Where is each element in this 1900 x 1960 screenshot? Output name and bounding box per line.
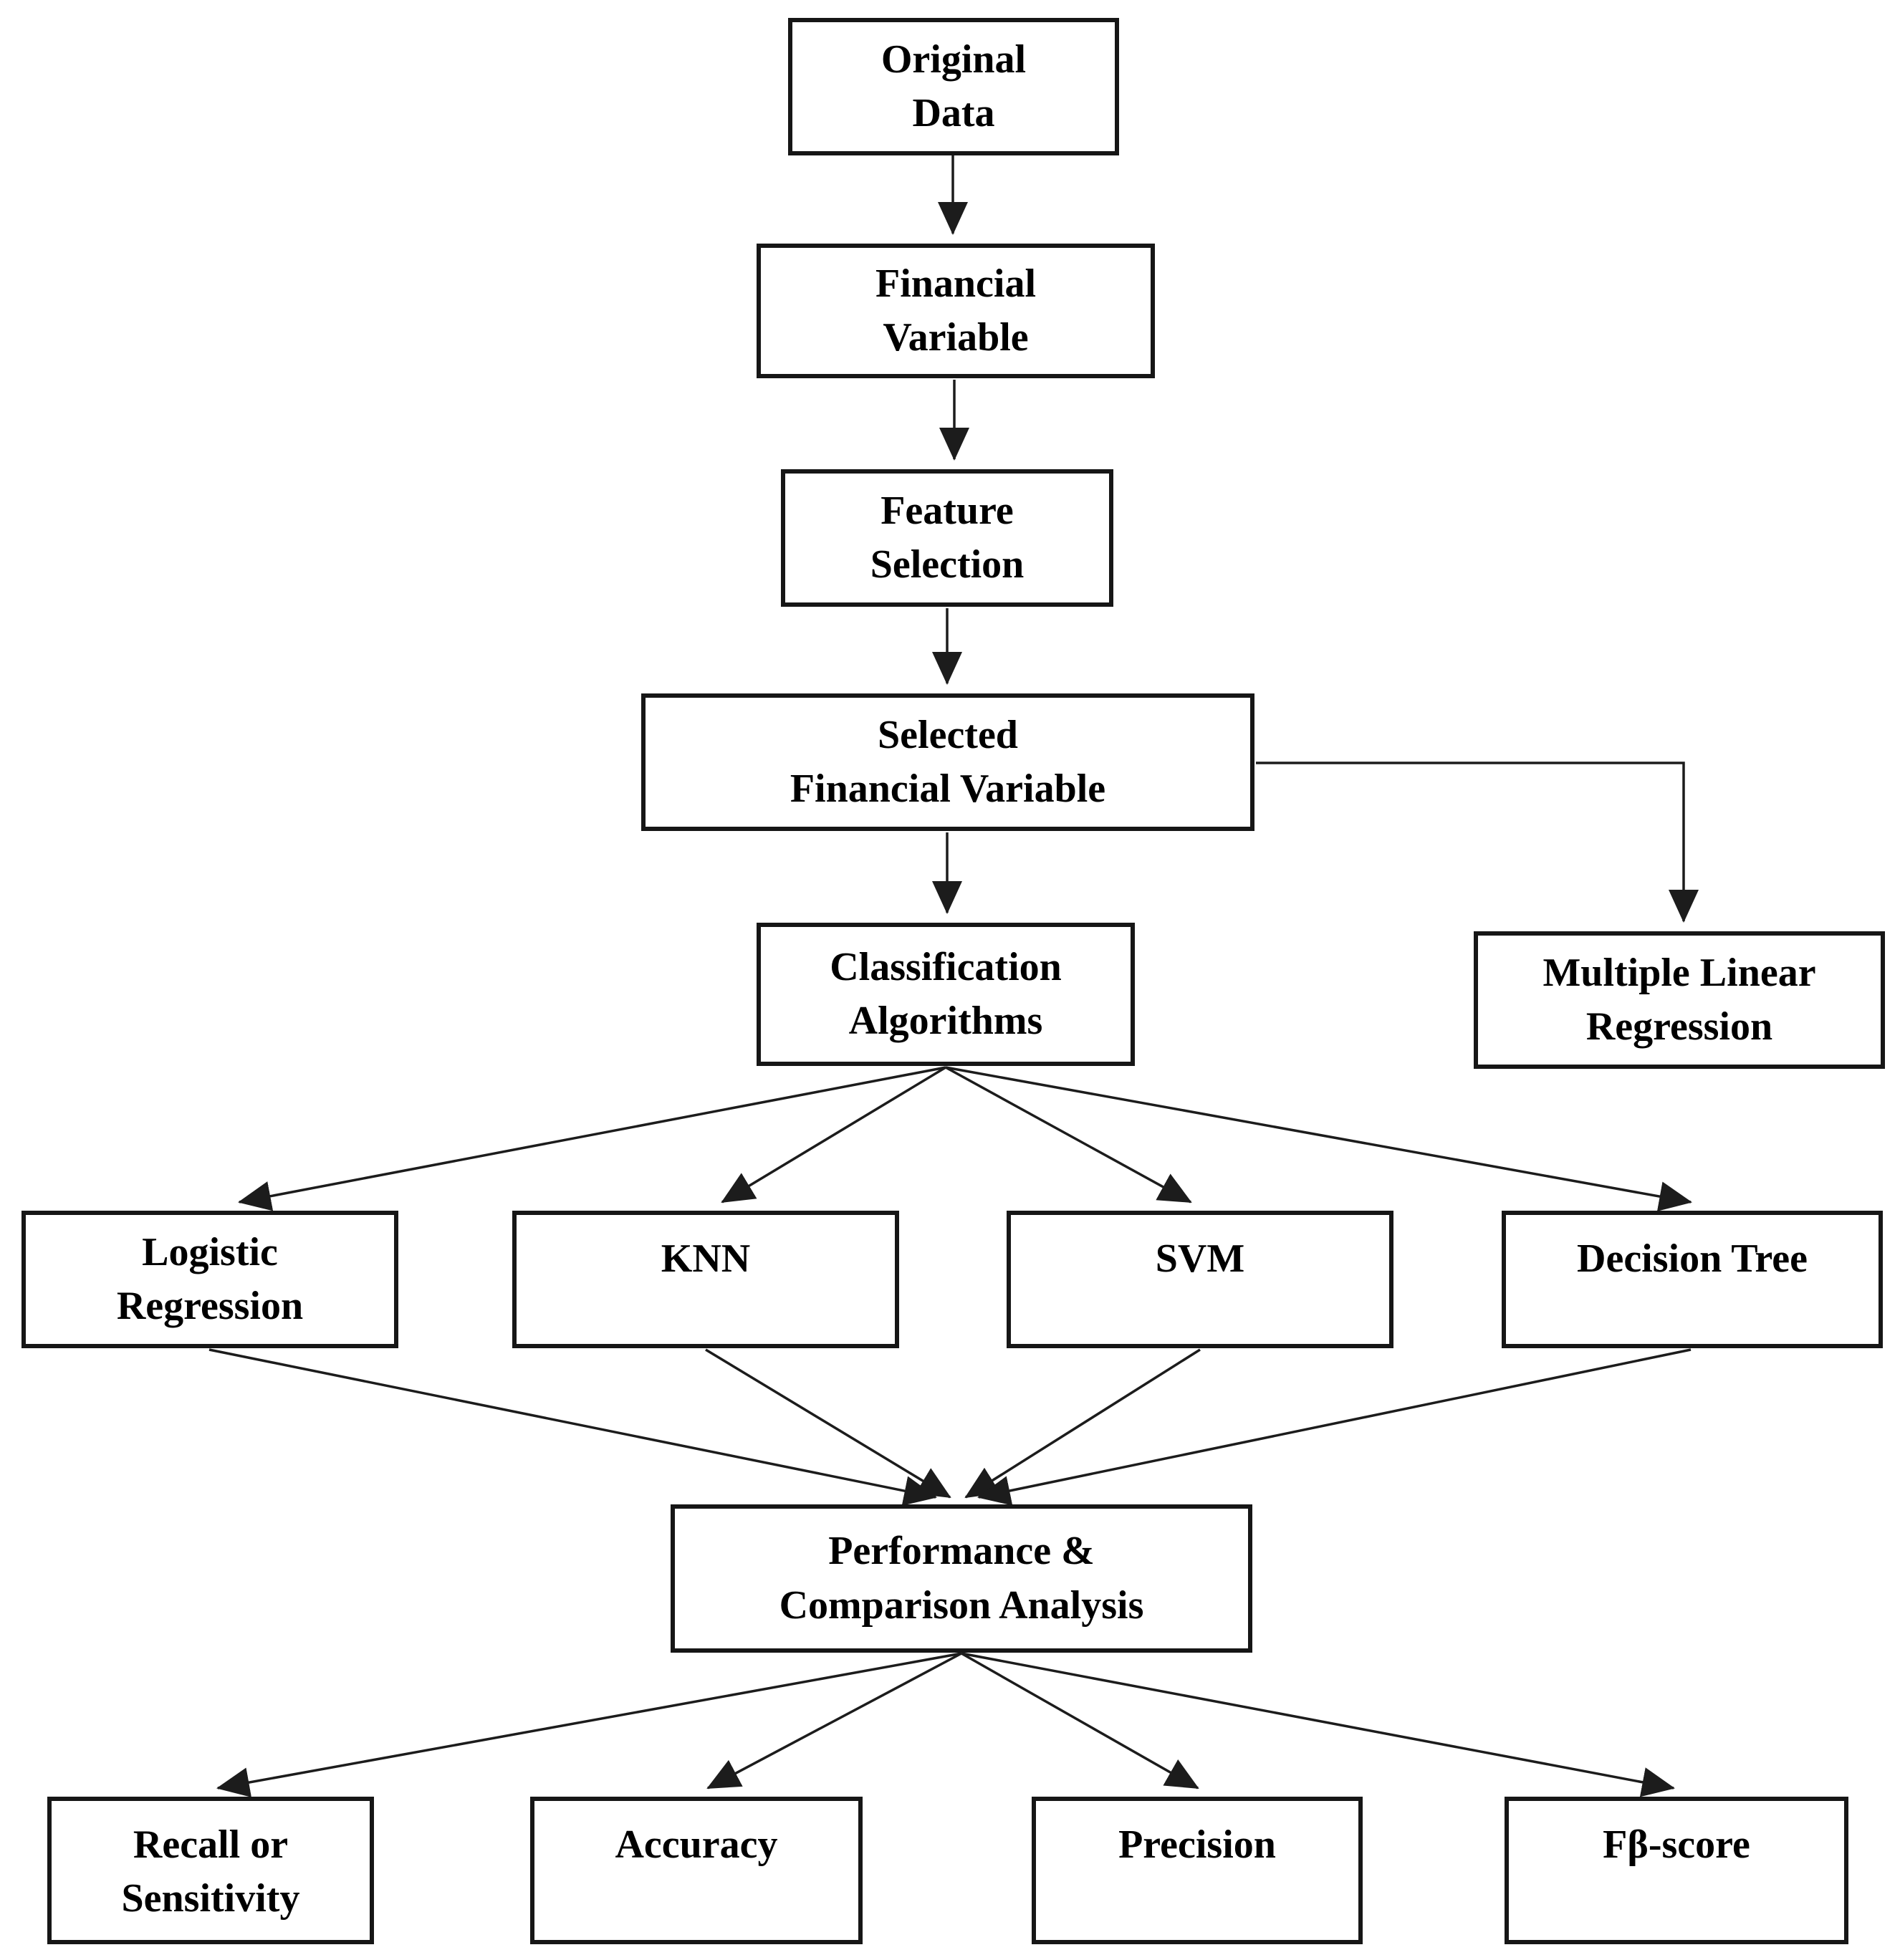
edge-performance-to-fbeta bbox=[961, 1652, 1675, 1797]
node-recall-or-sensitivity: Recall or Sensitivity bbox=[47, 1797, 374, 1944]
edge-knn-to-performance bbox=[705, 1348, 951, 1499]
edge-classification-to-decision-tree bbox=[945, 1066, 1692, 1211]
node-precision: Precision bbox=[1032, 1797, 1363, 1944]
node-decision-tree: Decision Tree bbox=[1502, 1211, 1883, 1348]
edge-classification-to-svm bbox=[945, 1066, 1192, 1204]
node-multiple-linear-regression: Multiple Linear Regression bbox=[1474, 931, 1885, 1069]
node-knn: KNN bbox=[512, 1211, 899, 1348]
edge-classification-to-logistic bbox=[238, 1066, 946, 1211]
edge-selected-to-mlr bbox=[1256, 762, 1699, 923]
node-classification-algorithms: Classification Algorithms bbox=[757, 923, 1135, 1066]
edge-performance-to-precision bbox=[961, 1652, 1199, 1790]
node-feature-selection: Feature Selection bbox=[781, 469, 1113, 607]
node-logistic-regression: Logistic Regression bbox=[21, 1211, 398, 1348]
edge-classification-to-knn bbox=[721, 1066, 946, 1204]
edge-svm-to-performance bbox=[964, 1348, 1201, 1499]
node-accuracy: Accuracy bbox=[530, 1797, 863, 1944]
node-financial-variable: Financial Variable bbox=[757, 244, 1155, 378]
edge-logistic-to-performance bbox=[208, 1348, 937, 1506]
node-fbeta-score: Fβ-score bbox=[1505, 1797, 1848, 1944]
edge-performance-to-recall bbox=[216, 1652, 962, 1797]
node-svm: SVM bbox=[1007, 1211, 1393, 1348]
edge-performance-to-accuracy bbox=[706, 1652, 962, 1790]
node-selected-financial-variable: Selected Financial Variable bbox=[641, 693, 1254, 831]
node-original-data: Original Data bbox=[788, 18, 1119, 155]
node-performance-comparison-analysis: Performance & Comparison Analysis bbox=[671, 1504, 1252, 1653]
edge-decision-tree-to-performance bbox=[977, 1348, 1692, 1506]
